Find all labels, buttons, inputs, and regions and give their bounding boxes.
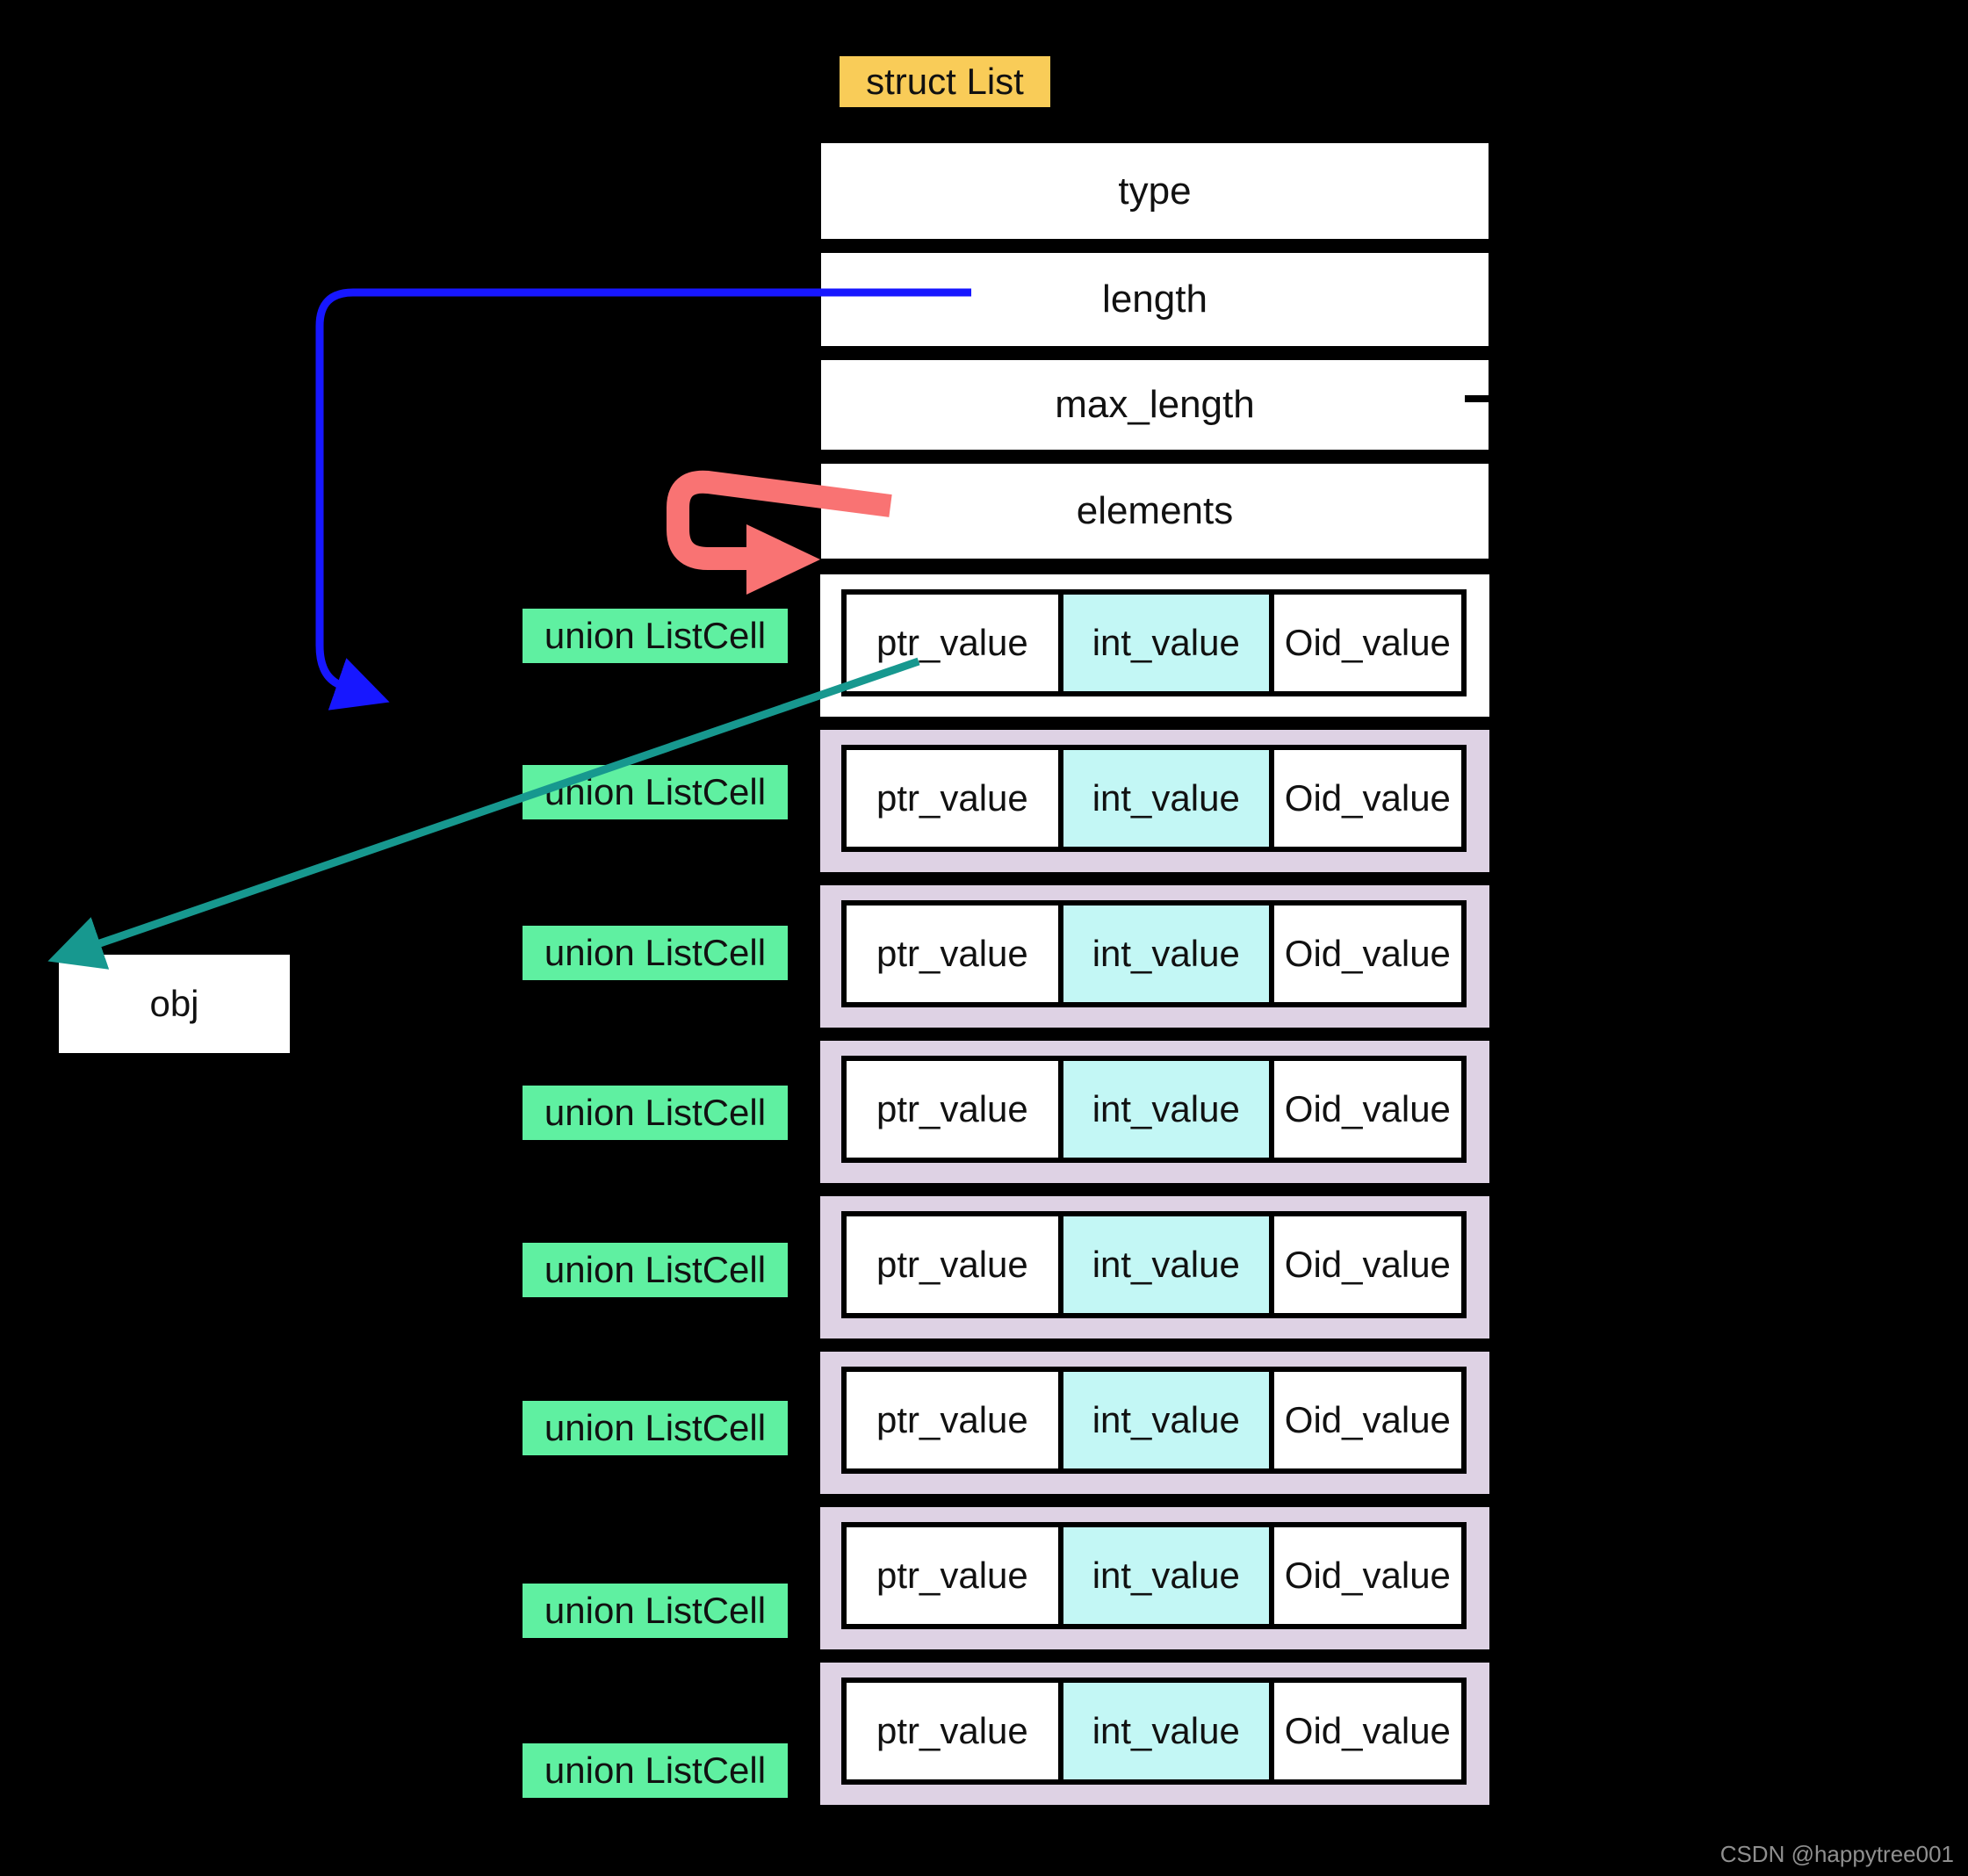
field-elements: elements — [817, 459, 1493, 563]
listcell-union-group: ptr_value int_value Oid_value — [841, 1211, 1467, 1318]
oid-value-cell: Oid_value — [1268, 1061, 1461, 1158]
union-listcell-label: union ListCell — [523, 765, 788, 819]
struct-list-title: struct List — [840, 56, 1050, 107]
oid-value-cell: Oid_value — [1268, 750, 1461, 847]
listcell-row: ptr_value int_value Oid_value — [817, 571, 1493, 720]
listcell-row: ptr_value int_value Oid_value — [817, 1193, 1493, 1342]
listcell-union-group: ptr_value int_value Oid_value — [841, 1522, 1467, 1629]
int-value-cell: int_value — [1057, 1527, 1269, 1624]
ptr-value-cell: ptr_value — [847, 750, 1058, 847]
listcell-union-group: ptr_value int_value Oid_value — [841, 900, 1467, 1007]
int-value-cell: int_value — [1057, 750, 1269, 847]
union-listcell-label: union ListCell — [523, 926, 788, 980]
union-listcell-label: union ListCell — [523, 1401, 788, 1455]
ptr-value-cell: ptr_value — [847, 1527, 1058, 1624]
ptr-value-cell: ptr_value — [847, 1216, 1058, 1313]
oid-value-cell: Oid_value — [1268, 1683, 1461, 1779]
ptr-value-cell: ptr_value — [847, 595, 1058, 691]
int-value-cell: int_value — [1057, 1683, 1269, 1779]
union-listcell-label: union ListCell — [523, 1086, 788, 1140]
int-value-cell: int_value — [1057, 1372, 1269, 1468]
listcell-row: ptr_value int_value Oid_value — [817, 1037, 1493, 1187]
field-max-length: max_length — [817, 356, 1493, 454]
listcell-row: ptr_value int_value Oid_value — [817, 882, 1493, 1031]
listcell-row: ptr_value int_value Oid_value — [817, 726, 1493, 876]
watermark: CSDN @happytree001 — [1719, 1841, 1954, 1867]
oid-value-cell: Oid_value — [1268, 1527, 1461, 1624]
max-length-tick — [1465, 395, 1502, 402]
union-listcell-label: union ListCell — [523, 609, 788, 663]
listcell-row: ptr_value int_value Oid_value — [817, 1348, 1493, 1497]
listcell-union-group: ptr_value int_value Oid_value — [841, 1678, 1467, 1785]
union-listcell-label: union ListCell — [523, 1743, 788, 1798]
listcell-row: ptr_value int_value Oid_value — [817, 1659, 1493, 1808]
oid-value-cell: Oid_value — [1268, 1216, 1461, 1313]
teal-ptr-to-obj-arrow-icon — [47, 657, 920, 970]
obj-box: obj — [59, 955, 290, 1053]
oid-value-cell: Oid_value — [1268, 906, 1461, 1002]
listcell-union-group: ptr_value int_value Oid_value — [841, 1056, 1467, 1163]
int-value-cell: int_value — [1057, 595, 1269, 691]
field-length: length — [817, 249, 1493, 350]
oid-value-cell: Oid_value — [1268, 1372, 1461, 1468]
listcell-union-group: ptr_value int_value Oid_value — [841, 745, 1467, 852]
ptr-value-cell: ptr_value — [847, 1061, 1058, 1158]
union-listcell-label: union ListCell — [523, 1243, 788, 1297]
union-listcell-label: union ListCell — [523, 1584, 788, 1638]
listcell-row: ptr_value int_value Oid_value — [817, 1504, 1493, 1653]
oid-value-cell: Oid_value — [1268, 595, 1461, 691]
listcell-union-group: ptr_value int_value Oid_value — [841, 589, 1467, 696]
ptr-value-cell: ptr_value — [847, 1372, 1058, 1468]
int-value-cell: int_value — [1057, 906, 1269, 1002]
ptr-value-cell: ptr_value — [847, 1683, 1058, 1779]
int-value-cell: int_value — [1057, 1216, 1269, 1313]
int-value-cell: int_value — [1057, 1061, 1269, 1158]
ptr-value-cell: ptr_value — [847, 906, 1058, 1002]
listcell-union-group: ptr_value int_value Oid_value — [841, 1367, 1467, 1474]
field-type: type — [817, 139, 1493, 243]
